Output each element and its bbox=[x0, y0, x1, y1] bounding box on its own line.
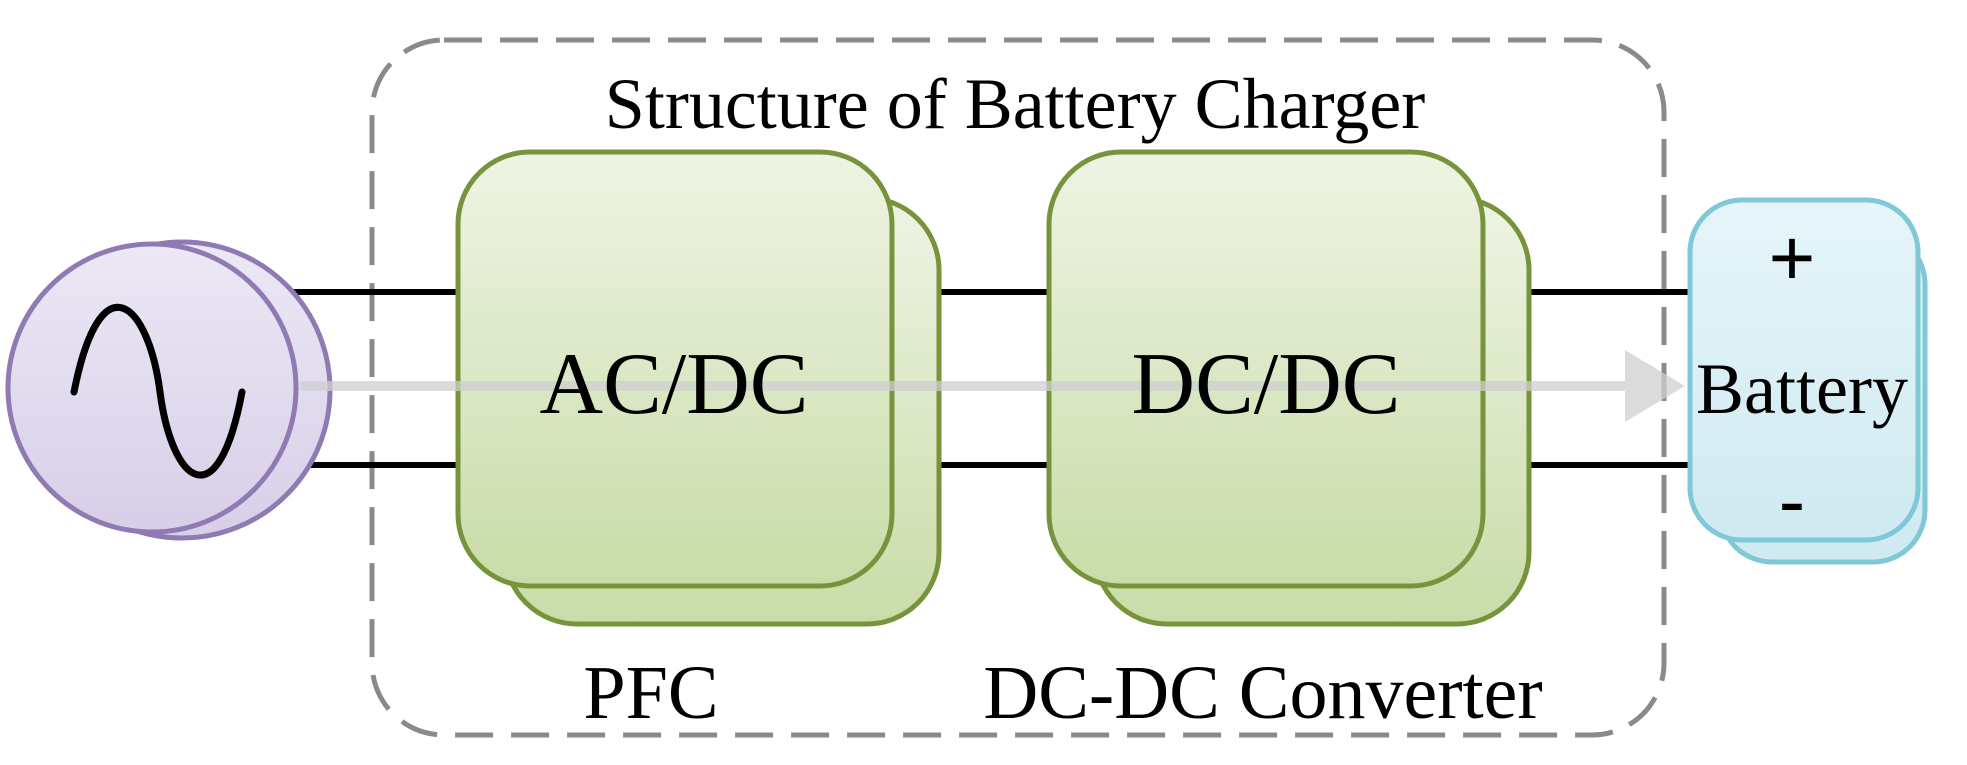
acdc-block bbox=[455, 149, 942, 627]
pfc-caption: PFC bbox=[583, 651, 718, 735]
battery-plus-label: + bbox=[1769, 213, 1816, 302]
dcdc-block bbox=[1046, 149, 1532, 627]
dcdc-converter-caption: DC-DC Converter bbox=[983, 651, 1542, 735]
diagram-title: Structure of Battery Charger bbox=[605, 64, 1425, 144]
acdc-label: AC/DC bbox=[540, 336, 809, 433]
battery-minus-label: - bbox=[1779, 456, 1806, 545]
battery-label: Battery bbox=[1696, 349, 1908, 429]
battery-block bbox=[1687, 197, 1928, 565]
dcdc-label: DC/DC bbox=[1132, 336, 1401, 433]
power-flow-arrow bbox=[300, 350, 1685, 422]
ac-source bbox=[5, 239, 333, 541]
ac-source-icon bbox=[70, 303, 246, 479]
